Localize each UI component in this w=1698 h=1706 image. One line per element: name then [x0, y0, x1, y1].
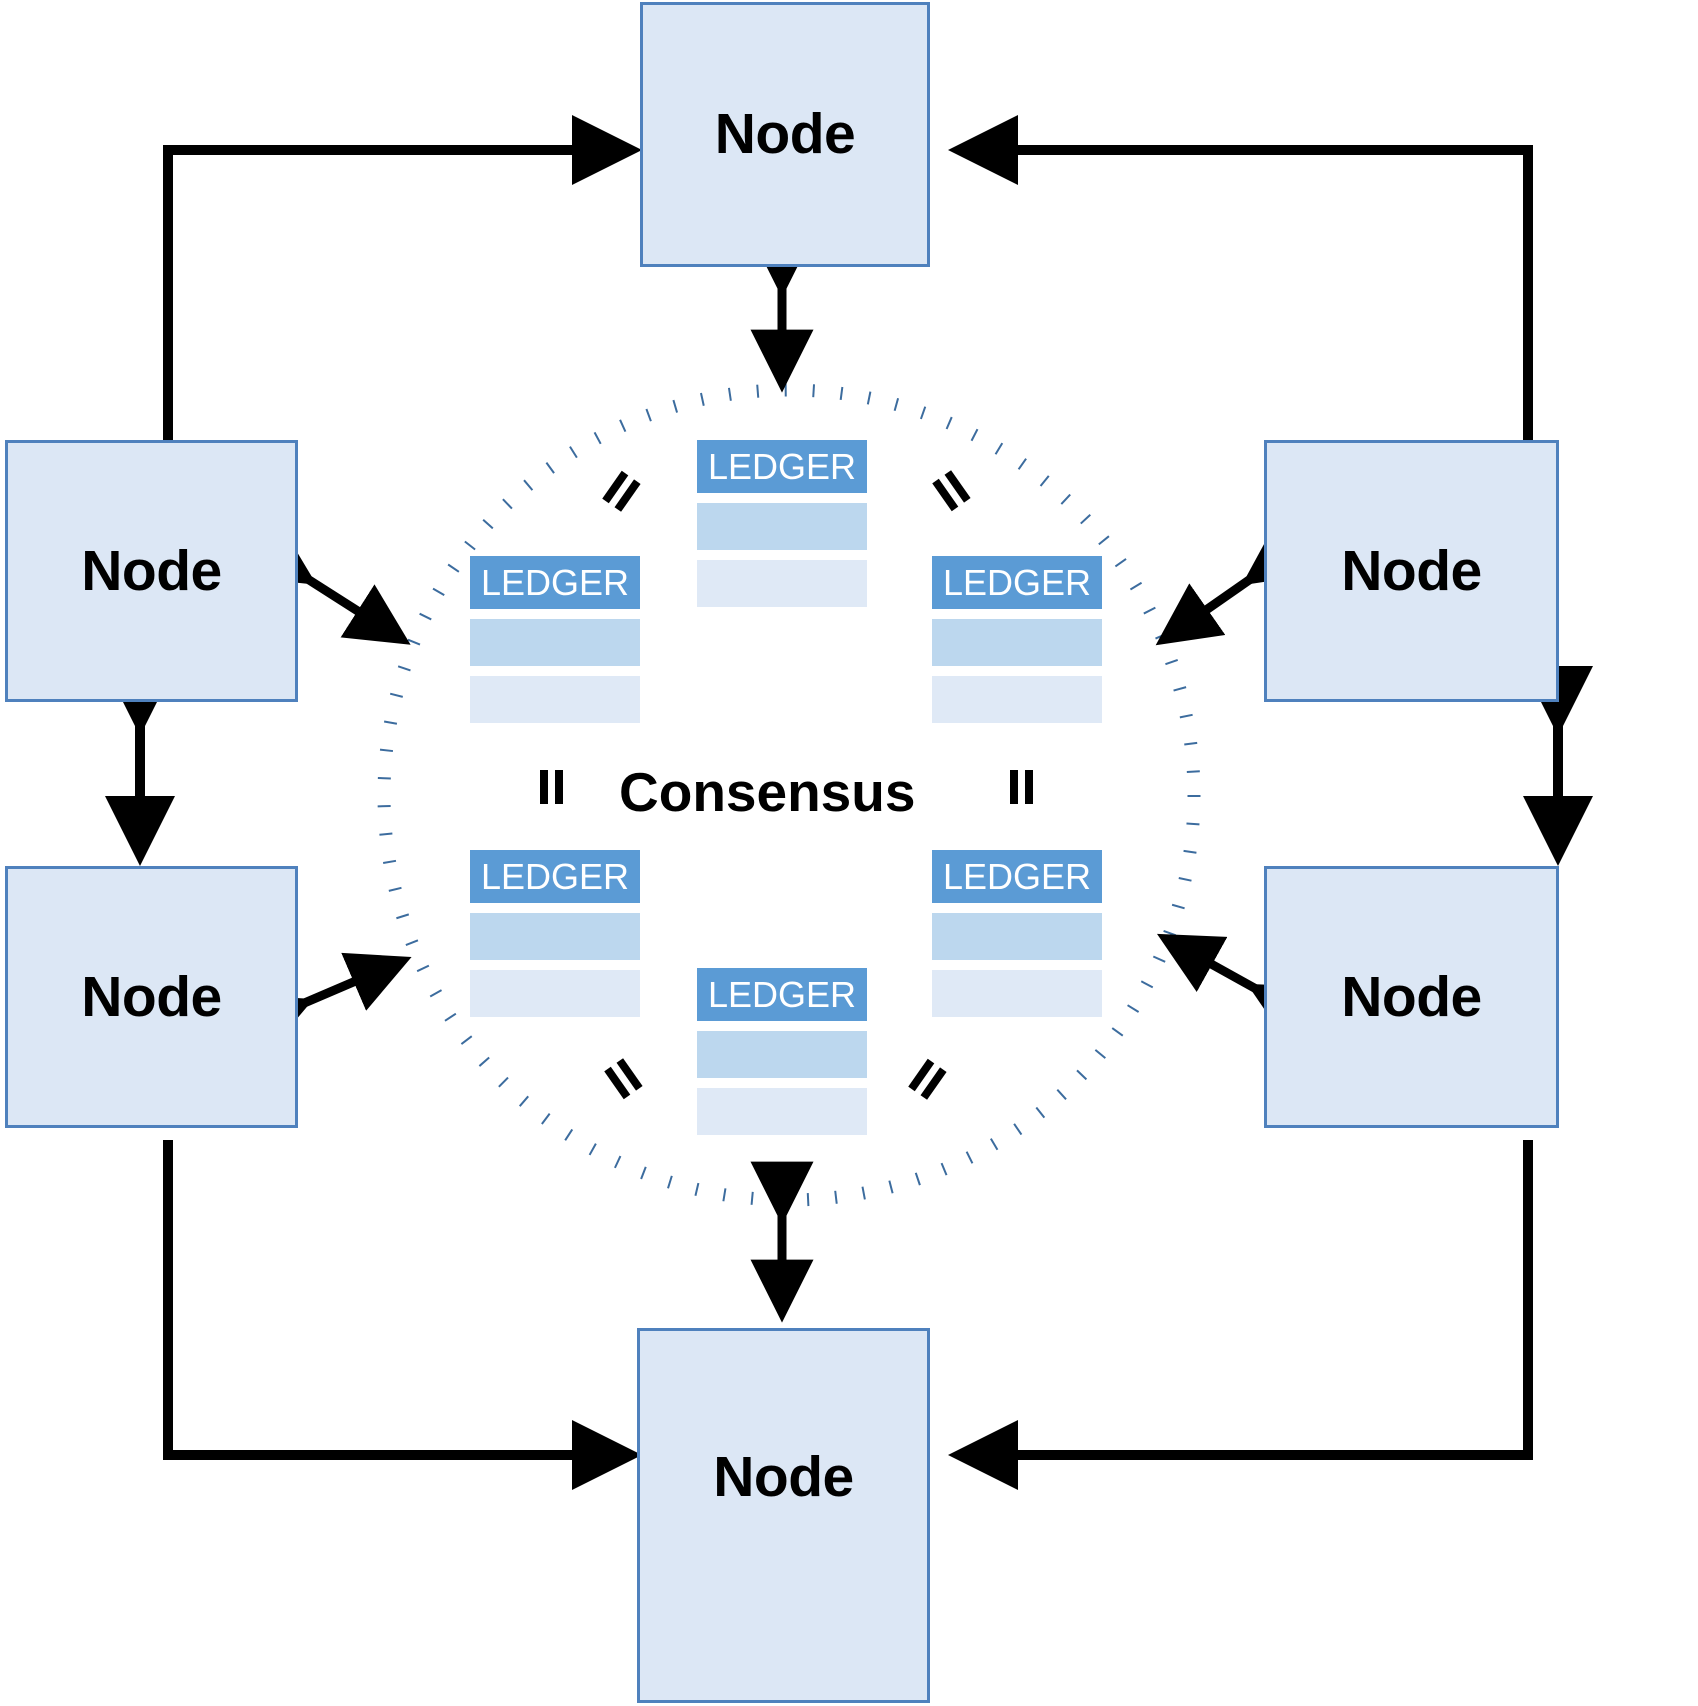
ledger-right-lower[interactable]: LEDGER [932, 850, 1102, 1017]
ledger-bottom-row-2 [697, 1088, 867, 1135]
node-right-lower[interactable]: Node [1264, 866, 1559, 1128]
equals-icon-middle-left [534, 770, 568, 804]
connector-right-upper-to-top [947, 115, 1533, 478]
connector-left-upper-to-top [163, 115, 643, 478]
node-right-upper-label: Node [1341, 538, 1482, 603]
node-bottom-label: Node [713, 1445, 854, 1509]
ledger-bottom-row-1 [697, 1031, 867, 1078]
connector-right-upper-to-circle [1155, 523, 1312, 646]
ledger-left-lower-row-1 [470, 913, 640, 960]
node-left-upper-label: Node [81, 538, 222, 603]
node-left-upper[interactable]: Node [5, 440, 298, 702]
node-left-lower[interactable]: Node [5, 866, 298, 1128]
ledger-left-upper[interactable]: LEDGER [470, 556, 640, 723]
ledger-right-lower-row-2 [932, 970, 1102, 1017]
ledger-right-upper-row-1 [932, 619, 1102, 666]
connector-left-lower-to-bottom [163, 1140, 643, 1490]
node-top-label: Node [714, 102, 856, 166]
ledger-bottom-header: LEDGER [697, 968, 867, 1021]
connector-left-lower-to-circle [243, 952, 412, 1053]
ledger-right-upper[interactable]: LEDGER [932, 556, 1102, 723]
ledger-top-row-1 [697, 503, 867, 550]
node-right-lower-label: Node [1341, 964, 1482, 1029]
ledger-top[interactable]: LEDGER [697, 440, 867, 607]
ledger-right-upper-row-2 [932, 676, 1102, 723]
ledger-left-upper-header: LEDGER [470, 556, 640, 609]
ledger-top-header: LEDGER [697, 440, 867, 493]
node-bottom[interactable]: Node [637, 1328, 930, 1703]
connector-right-lower-to-circle [1156, 933, 1318, 1043]
ledger-left-lower-header: LEDGER [470, 850, 640, 903]
node-right-upper[interactable]: Node [1264, 440, 1559, 702]
connector-left-upper-to-circle [246, 524, 411, 645]
consensus-circle [377, 383, 1201, 1207]
ledger-left-lower-row-2 [470, 970, 640, 1017]
ledger-right-upper-header: LEDGER [932, 556, 1102, 609]
ledger-left-upper-row-2 [470, 676, 640, 723]
ledger-bottom[interactable]: LEDGER [697, 968, 867, 1135]
ledger-left-lower[interactable]: LEDGER [470, 850, 640, 1017]
node-top[interactable]: Node [640, 2, 930, 267]
consensus-label: Consensus [619, 761, 916, 823]
ledger-top-row-2 [697, 560, 867, 607]
ledger-right-lower-row-1 [932, 913, 1102, 960]
node-left-lower-label: Node [81, 964, 222, 1029]
ledger-right-lower-header: LEDGER [932, 850, 1102, 903]
connector-right-lower-to-bottom [947, 1140, 1533, 1490]
equals-icon-middle-right [1004, 770, 1038, 804]
ledger-left-upper-row-1 [470, 619, 640, 666]
